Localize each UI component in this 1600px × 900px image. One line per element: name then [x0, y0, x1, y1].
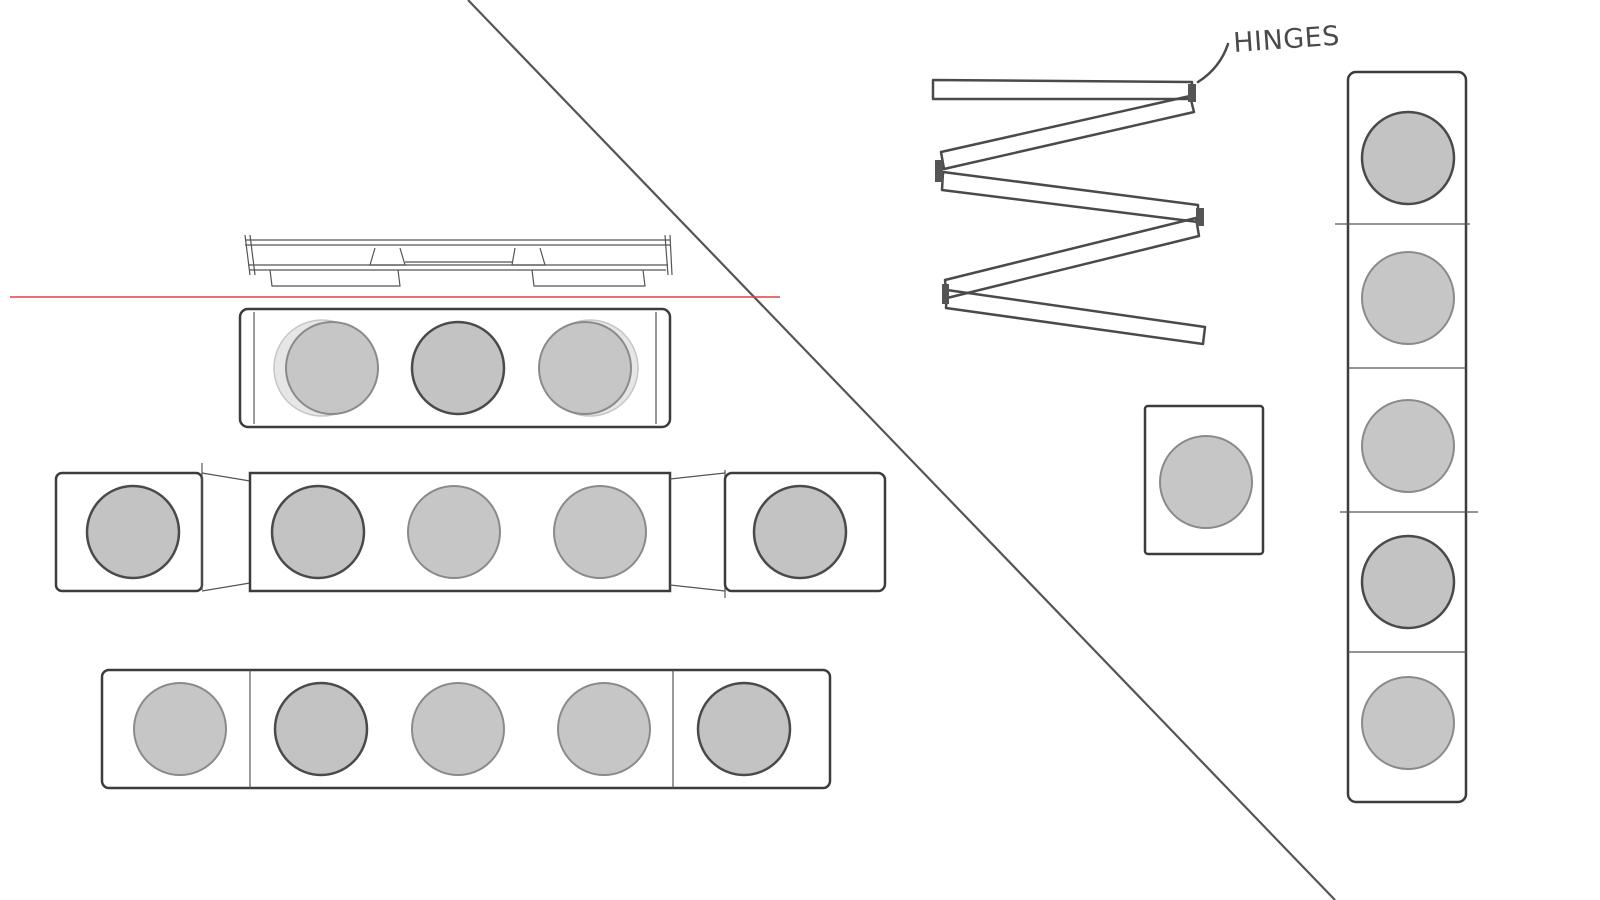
disc	[1361, 251, 1455, 345]
hinges-leader-line	[1196, 42, 1230, 84]
disc	[1361, 676, 1455, 770]
single-disc-panel	[1143, 404, 1265, 556]
disc	[1361, 399, 1455, 493]
hinge-mark	[1196, 208, 1204, 226]
unfolding-bar	[54, 463, 887, 598]
hinge-mark	[935, 160, 943, 182]
side-profile-sketch	[244, 234, 673, 287]
hinge-mark	[942, 284, 949, 304]
vertical-disc-bar	[1335, 70, 1478, 804]
unfolded-bar	[100, 668, 832, 790]
disc	[553, 485, 647, 579]
disc	[752, 484, 848, 580]
disc	[273, 681, 369, 777]
zigzag-hinged-segments	[931, 78, 1207, 346]
hinge-mark	[1188, 84, 1196, 102]
disc	[538, 321, 632, 415]
diagonal-divider-line	[467, 0, 1336, 900]
folded-bar-front-view	[238, 307, 672, 429]
disc	[1360, 534, 1456, 630]
disc	[85, 484, 181, 580]
disc	[411, 682, 505, 776]
disc	[270, 484, 366, 580]
disc	[407, 485, 501, 579]
disc	[696, 681, 792, 777]
disc	[1360, 110, 1456, 206]
disc	[410, 320, 506, 416]
hinges-label: HINGES	[1232, 21, 1340, 59]
disc	[1159, 435, 1253, 529]
disc	[557, 682, 651, 776]
disc	[133, 682, 227, 776]
disc	[285, 321, 379, 415]
